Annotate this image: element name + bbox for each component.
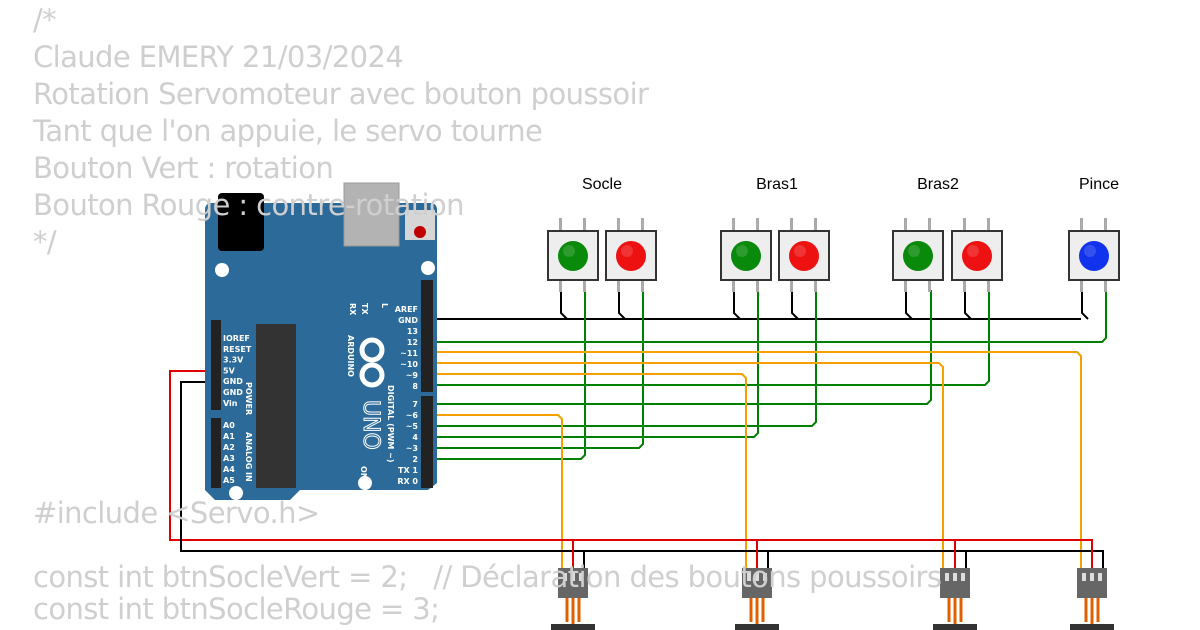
pushbutton[interactable] xyxy=(1068,218,1120,292)
led-label: RX xyxy=(348,303,357,316)
digital-pin-label: 8 xyxy=(412,382,418,391)
pushbutton[interactable] xyxy=(720,218,772,292)
power-label: POWER xyxy=(244,382,253,415)
digital-pin-label: ~10 xyxy=(400,360,418,369)
servo-motor[interactable] xyxy=(933,568,977,630)
power-pin-label: IOREF xyxy=(223,334,250,343)
servo-motor[interactable] xyxy=(551,568,595,630)
servo-signal-wire[interactable] xyxy=(430,373,747,570)
code-line: #include <Servo.h> xyxy=(33,496,320,530)
digital-pin-label: RX 0 xyxy=(397,477,418,486)
led-label: L xyxy=(380,303,389,308)
servo-motor[interactable] xyxy=(735,568,779,630)
pushbutton[interactable] xyxy=(605,218,657,292)
code-line: const int btnSocleRouge = 3; xyxy=(33,592,440,626)
digital-pin-label: ~6 xyxy=(406,411,419,420)
pushbutton[interactable] xyxy=(892,218,944,292)
analog-pin-label: A4 xyxy=(223,465,235,474)
analog-pin-label: A2 xyxy=(223,443,235,452)
button-signal-wire[interactable] xyxy=(430,290,990,386)
power-pin-label: GND xyxy=(223,388,243,397)
analog-pin-label: A1 xyxy=(223,432,235,441)
code-editor-background: #include <Servo.h> const int btnSocleVert… xyxy=(33,496,942,626)
button-gnd-wire[interactable] xyxy=(618,290,626,320)
button-group-label: Pince xyxy=(1079,176,1119,193)
button-signal-wire[interactable] xyxy=(430,290,759,438)
servo-signal-wire[interactable] xyxy=(430,351,1082,570)
power-pin-label: 5V xyxy=(223,366,236,375)
analog-label: ANALOG IN xyxy=(244,432,253,482)
servo-signal-wire[interactable] xyxy=(430,414,563,570)
arduino-uno-board[interactable]: ARDUINO UNO DIGITAL (PWM ~) POWER ANALOG… xyxy=(205,182,437,500)
analog-pin-label: A5 xyxy=(223,476,235,485)
code-line: Rotation Servomoteur avec bouton poussoi… xyxy=(33,77,649,111)
model-label: UNO xyxy=(358,400,383,450)
arduino-logo-icon xyxy=(359,337,385,388)
button-group-label: Bras2 xyxy=(917,176,959,193)
button-signal-wire[interactable] xyxy=(430,290,817,427)
power-pin-label: 3.3V xyxy=(223,356,244,365)
on-label: ON xyxy=(359,466,368,480)
button-gnd-wire[interactable] xyxy=(1081,290,1089,320)
pushbutton[interactable] xyxy=(951,218,1003,292)
digital-pin-label: ~5 xyxy=(406,422,419,431)
button-signal-wire[interactable] xyxy=(430,290,1107,343)
analog-pin-label: A3 xyxy=(223,454,235,463)
servo-motor[interactable] xyxy=(1070,568,1114,630)
power-pin-label: GND xyxy=(223,377,243,386)
wires xyxy=(169,290,1107,570)
button-gnd-wire[interactable] xyxy=(733,290,741,320)
power-pin-label: RESET xyxy=(223,345,252,354)
digital-label: DIGITAL (PWM ~) xyxy=(386,385,395,463)
code-line: Tant que l'on appuie, le servo tourne xyxy=(33,114,543,148)
code-line: Bouton Rouge : contre-rotation xyxy=(33,188,465,222)
digital-pin-label: 2 xyxy=(412,455,418,464)
button-signal-wire[interactable] xyxy=(430,290,932,405)
brand-label: ARDUINO xyxy=(346,335,355,377)
power-pin-label: Vin xyxy=(223,399,238,408)
digital-pin-label: ~9 xyxy=(406,371,419,380)
analog-pin-label: A0 xyxy=(223,421,235,430)
digital-pin-label: 12 xyxy=(407,338,418,347)
code-line: */ xyxy=(33,225,57,259)
digital-pin-label: TX 1 xyxy=(398,466,418,475)
usb-port xyxy=(343,182,400,247)
servo-signal-wire[interactable] xyxy=(430,362,944,570)
code-line: const int btnSocleVert = 2; // Déclarati… xyxy=(33,560,942,594)
pushbutton[interactable] xyxy=(547,218,599,292)
code-line xyxy=(33,261,648,298)
digital-pin-label: AREF xyxy=(395,305,418,314)
button-group-label: Bras1 xyxy=(756,176,798,193)
code-line: Claude EMERY 21/03/2024 xyxy=(33,40,404,74)
microcontroller-chip xyxy=(256,324,296,488)
button-signal-wire[interactable] xyxy=(430,290,644,449)
digital-pin-label: 4 xyxy=(412,433,418,442)
code-line xyxy=(33,529,941,561)
digital-pin-label: GND xyxy=(398,316,418,325)
digital-pin-label: 13 xyxy=(407,327,418,336)
button-group-label: Socle xyxy=(582,176,622,193)
button-signal-wire[interactable] xyxy=(430,290,586,460)
button-gnd-wire[interactable] xyxy=(560,290,568,320)
power-jack xyxy=(218,193,264,251)
digital-pin-label: ~11 xyxy=(400,349,418,358)
led-label: TX xyxy=(360,303,369,315)
pushbutton[interactable] xyxy=(778,218,830,292)
button-gnd-wire[interactable] xyxy=(964,290,972,320)
button-gnd-wire[interactable] xyxy=(905,290,913,320)
digital-pin-label: 7 xyxy=(412,400,418,409)
code-line: Bouton Vert : rotation xyxy=(33,151,334,185)
code-line: /* xyxy=(33,3,57,37)
button-gnd-wire[interactable] xyxy=(791,290,799,320)
digital-pin-label: ~3 xyxy=(406,444,418,453)
